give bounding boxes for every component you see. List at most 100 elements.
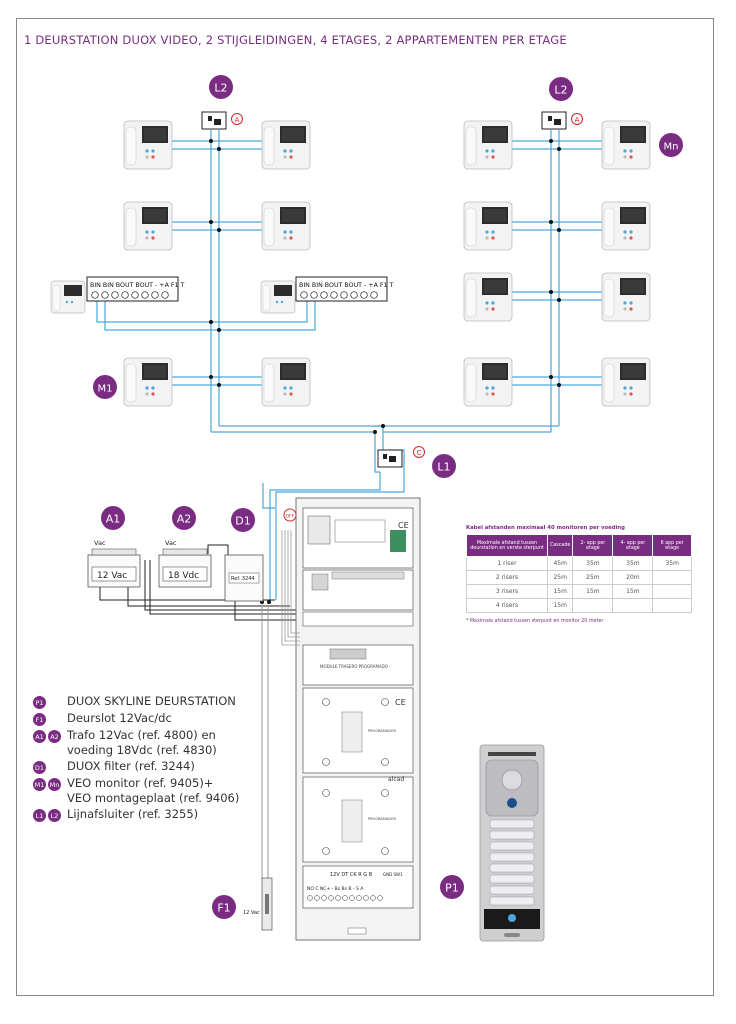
terminal-lower-label: 12V DT CK R G B xyxy=(330,872,373,878)
legend-badge: L2 xyxy=(48,809,61,822)
monitor-left-f2-b xyxy=(261,201,311,251)
legend-item: L1 L2 Lijnafsluiter (ref. 3255) xyxy=(33,807,293,822)
legend-text: Trafo 12Vac (ref. 4800) en voeding 18Vdc… xyxy=(67,728,217,757)
cable-table: Maximale afstand tussen deurstation en v… xyxy=(466,534,692,613)
table-cell xyxy=(652,598,692,613)
lock-voltage-label: 12 Vac xyxy=(243,910,260,916)
table-cell: 20m xyxy=(612,570,654,585)
riser-left-junctions xyxy=(209,139,221,387)
callout-A-right: A xyxy=(571,113,583,125)
cable-table-header: 6 app per etage xyxy=(652,534,692,557)
legend-badge: P1 xyxy=(33,696,46,709)
terminal-lower2-label: NO C NC+ - Bs Bs B - S A xyxy=(307,886,364,892)
alcad-logo: alcad xyxy=(388,776,404,783)
label-P1: P1 xyxy=(440,875,464,899)
table-cell: 25m xyxy=(546,570,574,585)
legend-text: DUOX SKYLINE DEURSTATION xyxy=(67,694,236,708)
monitor-right-f1-a xyxy=(463,120,513,170)
label-L1: L1 xyxy=(432,454,456,478)
door-lock-F1: 12 Vac xyxy=(243,877,273,931)
table-cell xyxy=(612,598,654,613)
callout-C-text: C xyxy=(417,449,422,457)
legend-text: Lijnafsluiter (ref. 3255) xyxy=(67,807,199,821)
legend-item: A1 A2 Trafo 12Vac (ref. 4800) en voeding… xyxy=(33,728,293,757)
callout-A-left: A xyxy=(231,113,243,125)
legend-badge: Mn xyxy=(48,778,61,791)
table-row: 2 risers 25m 25m 20m xyxy=(466,570,692,585)
vac-A1-label: Vac xyxy=(94,539,106,547)
label-F1-text: F1 xyxy=(217,902,230,915)
legend-badge: A2 xyxy=(48,730,61,743)
terminal-strip-right: BIN BIN BOUT BOUT - +A F1 T xyxy=(295,276,394,302)
legend-item: P1 DUOX SKYLINE DEURSTATION xyxy=(33,694,293,709)
label-D1-text: D1 xyxy=(235,515,250,528)
label-A1-text: A1 xyxy=(106,513,121,526)
table-cell: 35m xyxy=(572,556,614,571)
off-label: OFF xyxy=(286,514,295,520)
power-supply-A1: 12 Vac Vac xyxy=(87,539,141,588)
legend-text: VEO monitor (ref. 9405)+ VEO montageplaa… xyxy=(67,776,240,805)
cable-distance-table: Kabel afstanden maximaal 40 monitoren pe… xyxy=(466,525,692,624)
table-cell: 15m xyxy=(546,598,574,613)
label-L2-right: L2 xyxy=(549,77,573,101)
cable-table-note: * Maximale afstand tussen sterpunt en mo… xyxy=(466,619,604,624)
monitor-left-f4-b xyxy=(261,357,311,407)
terminal-strip-left-label: BIN BIN BOUT BOUT - +A F1 T xyxy=(90,282,185,289)
label-M1: M1 xyxy=(93,375,117,399)
label-Mn-text: Mn xyxy=(664,142,679,153)
legend-badge: L1 xyxy=(33,809,46,822)
label-P1-text: P1 xyxy=(445,882,459,895)
filter-D1: Ref. 3244 xyxy=(224,554,264,602)
label-L2-right-text: L2 xyxy=(554,84,567,97)
label-A1: A1 xyxy=(101,506,125,530)
riser-right-wires xyxy=(511,130,602,432)
controller-text-1: PROGRAMADOR xyxy=(368,729,397,733)
table-cell: 2 risers xyxy=(466,570,548,585)
power-supply-A2: 18 Vdc Vac xyxy=(158,539,212,588)
controller-text-2: PROGRAMADOR xyxy=(368,817,397,821)
label-L2-left-text: L2 xyxy=(214,82,227,95)
cable-table-header: Cascade xyxy=(546,534,574,557)
legend-badge: F1 xyxy=(33,713,46,726)
table-cell xyxy=(652,584,692,599)
callout-A-right-text: A xyxy=(575,116,580,124)
table-cell: 1 riser xyxy=(466,556,548,571)
table-cell: 15m xyxy=(546,584,574,599)
psu-A2-label: 18 Vdc xyxy=(168,571,199,581)
monitor-right-f1-b xyxy=(601,120,651,170)
ce-mark-top: CE xyxy=(398,521,409,530)
door-controller-panel: CE OFF MODULE TRASERO PROGRAMADO CE PROG… xyxy=(281,497,421,941)
table-cell xyxy=(652,570,692,585)
label-L1-text: L1 xyxy=(437,461,450,474)
monitor-left-f1-b xyxy=(261,120,311,170)
filter-ref-label: Ref. 3244 xyxy=(231,576,255,582)
legend-item: D1 DUOX filter (ref. 3244) xyxy=(33,759,293,774)
table-row: 4 risers 15m xyxy=(466,598,692,613)
legend-badge: A1 xyxy=(33,730,46,743)
legend-item: M1 Mn VEO monitor (ref. 9405)+ VEO monta… xyxy=(33,776,293,805)
riser-right-junctions xyxy=(549,139,561,387)
terminal-strip-left: BIN BIN BOUT BOUT - +A F1 T xyxy=(86,276,185,302)
monitor-left-f3-a xyxy=(50,280,86,314)
table-cell: 4 risers xyxy=(466,598,548,613)
table-cell: 45m xyxy=(546,556,574,571)
monitor-right-f4-b xyxy=(601,357,651,407)
monitor-left-f2-a xyxy=(123,201,173,251)
line-terminator-L1 xyxy=(377,449,403,468)
line-terminator-L2-left xyxy=(201,111,227,130)
legend-text: Deurslot 12Vac/dc xyxy=(67,711,172,725)
monitor-left-f1-a xyxy=(123,120,173,170)
cable-table-header: 2- app per etage xyxy=(572,534,614,557)
page-frame xyxy=(16,18,714,996)
vac-A2-label: Vac xyxy=(165,539,177,547)
table-cell: 15m xyxy=(572,584,614,599)
label-A2: A2 xyxy=(172,506,196,530)
cable-table-header: Maximale afstand tussen deurstation en v… xyxy=(466,534,548,557)
table-cell: 25m xyxy=(572,570,614,585)
legend-item: F1 Deurslot 12Vac/dc xyxy=(33,711,293,726)
label-A2-text: A2 xyxy=(177,513,192,526)
monitor-right-f2-a xyxy=(463,201,513,251)
table-cell: 15m xyxy=(612,584,654,599)
monitor-left-f4-a xyxy=(123,357,173,407)
